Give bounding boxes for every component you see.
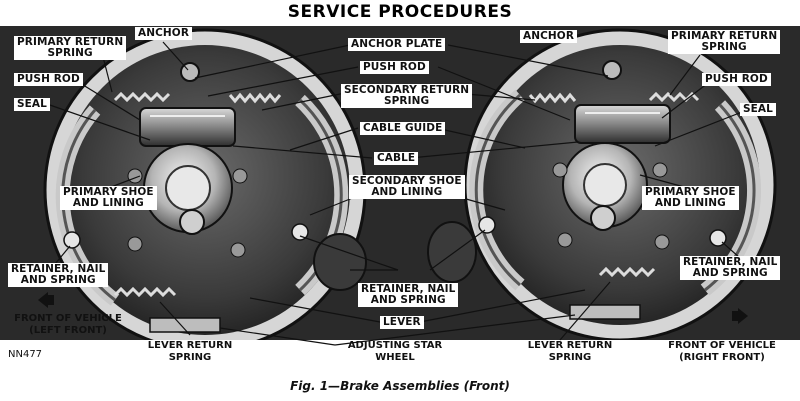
label-retainer-right: RETAINER, NAIL AND SPRING [680,256,781,280]
right-spindle [590,205,616,231]
right-wheel-cylinder [574,104,671,144]
left-retainer-nail-a [63,231,81,249]
label-anchor-left: ANCHOR [135,27,193,40]
label-cable-guide: CABLE GUIDE [360,122,446,135]
label-anchor-plate: ANCHOR PLATE [348,38,446,51]
label-push-rod-left: PUSH ROD [14,73,83,86]
label-retainer-left: RETAINER, NAIL AND SPRING [8,263,109,287]
label-lever-return-spring-left: LEVER RETURN SPRING [147,340,233,363]
left-front-arrow [38,292,48,308]
right-front-arrow [738,308,748,324]
left-retainer-nail-b [291,223,309,241]
left-primary-return-spring [113,91,171,103]
figure-caption: Fig. 1—Brake Assemblies (Front) [290,379,510,393]
label-adjusting-star-wheel: ADJUSTING STAR WHEEL [347,340,443,363]
label-front-right: FRONT OF VEHICLE (RIGHT FRONT) [668,340,776,363]
label-secondary-shoe: SECONDARY SHOE AND LINING [349,175,465,199]
label-secondary-return-spring: SECONDARY RETURN SPRING [341,84,473,108]
left-wheel-cylinder [139,107,236,147]
left-lever-return-spring [113,286,177,298]
right-retainer-nail-a [478,216,496,234]
label-push-rod-center: PUSH ROD [360,61,429,74]
right-anchor-pin [602,60,622,80]
label-retainer-center: RETAINER, NAIL AND SPRING [358,283,459,307]
left-spindle [179,209,205,235]
label-primary-shoe-right: PRIMARY SHOE AND LINING [642,186,739,210]
center-parts [313,221,477,291]
label-front-left: FRONT OF VEHICLE (LEFT FRONT) [14,313,122,336]
label-push-rod-right: PUSH ROD [702,73,771,86]
label-primary-return-spring-right: PRIMARY RETURN SPRING [668,30,781,54]
label-cable: CABLE [374,152,419,165]
label-primary-return-spring-left: PRIMARY RETURN SPRING [14,36,127,60]
left-adjusting-star-wheel [149,317,221,333]
label-primary-shoe-left: PRIMARY SHOE AND LINING [60,186,157,210]
right-secondary-return-spring [528,92,577,104]
page-title: SERVICE PROCEDURES [287,2,513,22]
right-lever-return-spring [598,266,656,278]
label-anchor-right: ANCHOR [520,30,578,43]
left-secondary-return-spring [228,92,282,104]
label-seal-right: SEAL [740,103,776,116]
label-lever: LEVER [380,316,424,329]
label-seal-left: SEAL [14,98,50,111]
figure-code: NN477 [8,349,43,360]
label-lever-return-spring-right: LEVER RETURN SPRING [527,340,613,363]
